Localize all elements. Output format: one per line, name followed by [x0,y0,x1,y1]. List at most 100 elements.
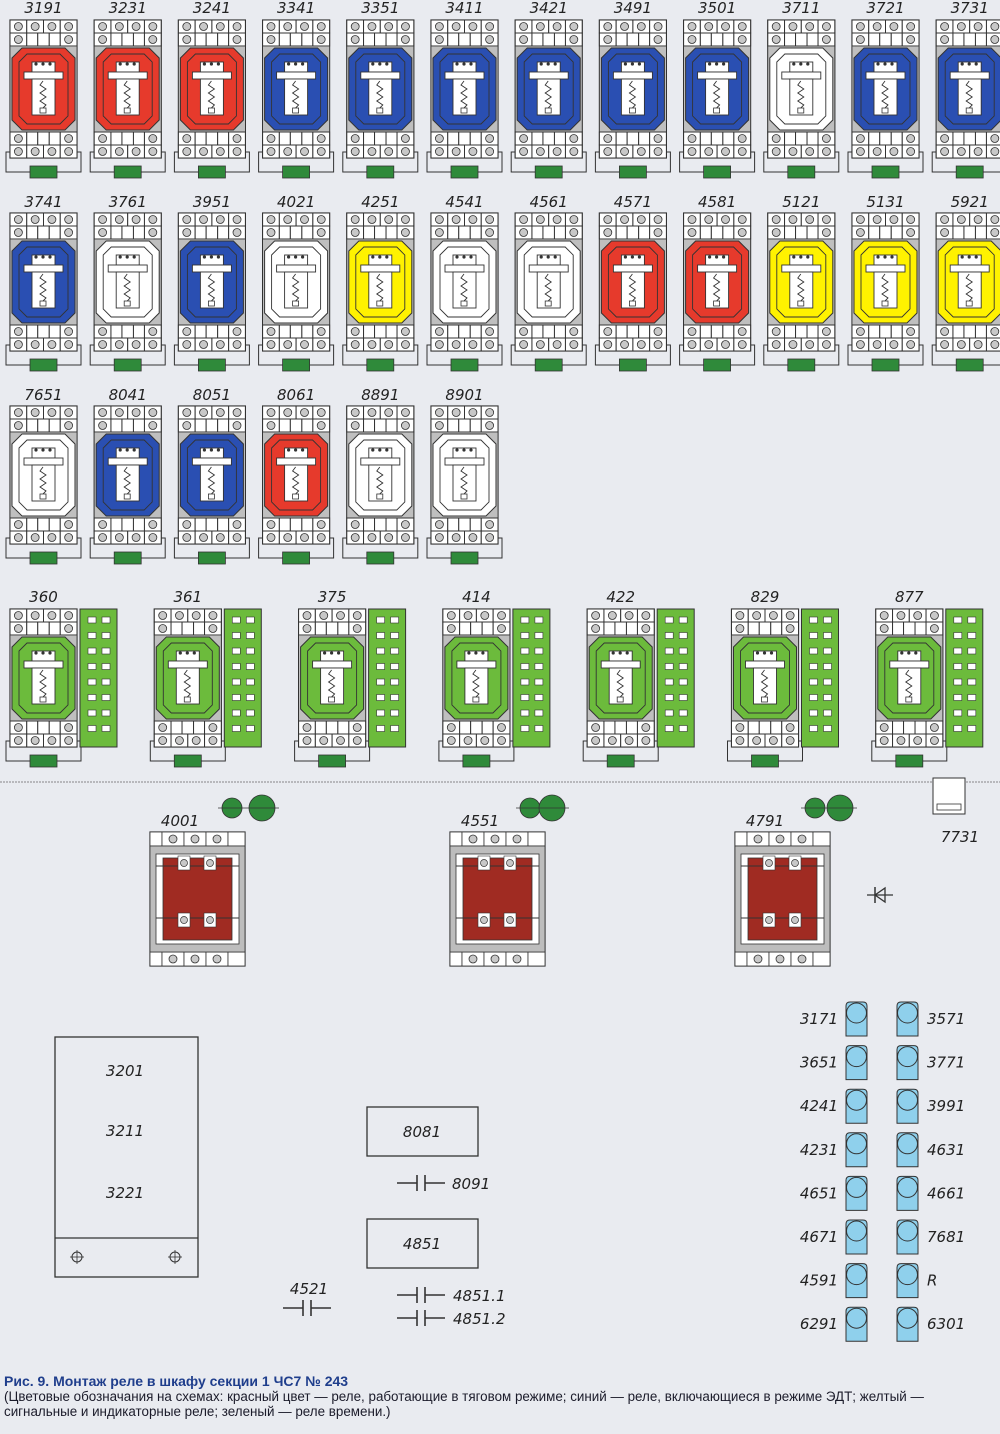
terminal-screw-icon [434,147,444,156]
terminal-screw-icon [300,533,309,542]
terminal-screw-icon [990,147,1000,156]
strip-terminal [520,725,530,732]
terminal-screw-icon [485,520,494,529]
terminal-screw-icon [182,215,192,224]
relay-3191 [5,19,82,179]
terminal-cell [121,517,134,532]
terminal-cell [227,951,246,967]
terminal-screw-icon [872,22,882,31]
strip-terminal [390,678,399,686]
coil-bar [444,264,485,273]
strip-terminal [953,694,963,701]
terminal-screw-icon [480,859,488,867]
device-label: 4541 [445,193,483,211]
signal-lamp-3771 [896,1045,919,1081]
caption-text: (Цветовые обозначания на схемах: красный… [4,1389,924,1419]
terminal-screw-icon [64,533,74,542]
contact-dot [216,255,220,259]
terminal-screw-icon [64,611,74,620]
device-label: 3491 [614,0,652,17]
terminal-cell [374,131,387,146]
contact-dot [455,255,459,259]
coil-spring-icon [291,466,300,495]
terminal-cell [903,621,916,636]
terminal-screw-icon [64,408,74,417]
device-label: 3211 [106,1122,144,1140]
strip-terminal [101,632,111,639]
terminal-cell [110,225,123,240]
terminal-screw-icon [771,340,781,349]
terminal-screw-icon [446,624,456,633]
device-label: 4241 [800,1097,838,1115]
terminal-screw-icon [737,147,747,156]
terminal-screw-icon [319,736,329,745]
terminal-cell [121,324,134,339]
terminal-cell [952,32,965,47]
relay-8891 [342,405,419,565]
terminal-screw-icon [607,611,617,620]
strip-terminal [101,616,111,624]
device-label: 8091 [452,1175,490,1193]
terminal-cell [890,131,903,146]
terminal-screw-icon [468,215,478,224]
signal-lamp-7681 [896,1219,919,1255]
terminal-screw-icon [98,35,107,44]
terminal-screw-icon [98,147,107,156]
strip-terminal [809,632,818,639]
terminal-cell [806,225,819,240]
device-label: 361 [173,588,202,606]
coil-bar [276,71,317,80]
contact-dot [301,62,305,66]
terminal-screw-icon [131,340,141,349]
relay-housing-outline [776,53,827,125]
terminal-screw-icon [506,859,514,867]
coil-spring-icon [544,273,553,302]
terminal-cell [710,131,724,146]
strip-terminal [823,709,832,717]
terminal-screw-icon [30,215,40,224]
terminal-cell [974,32,987,47]
strip-terminal [101,709,111,717]
terminal-cell [952,131,965,146]
coil-spring-icon [965,273,974,302]
terminal-screw-icon [199,533,208,542]
contactor-coil [162,857,233,941]
terminal-cell [26,418,39,433]
terminal-screw-icon [620,215,629,224]
terminal-screw-icon [434,22,444,31]
device-label: 3191 [24,0,62,17]
terminal-screw-icon [822,22,831,31]
terminal-cell [193,621,206,636]
terminal-screw-icon [451,22,461,31]
terminal-screw-icon [98,421,107,430]
terminal-cell [615,225,628,240]
coil-bar [360,264,401,273]
terminal-cell [914,720,927,735]
device-label: 3421 [530,0,568,17]
strip-body [223,608,262,748]
terminal-screw-icon [266,421,276,430]
terminal-screw-icon [687,340,697,349]
terminal-screw-icon [316,421,326,430]
terminal-screw-icon [232,147,242,156]
device-label: 3201 [106,1062,144,1080]
coil-spring-icon [207,80,216,109]
lamp-bulb-icon [846,1002,867,1024]
terminal-screw-icon [336,736,345,745]
terminal-screw-icon [300,147,309,156]
terminal-cell [531,324,544,339]
terminal-screw-icon [191,736,201,745]
coil-terminal [761,696,768,703]
contact-dot [132,255,136,259]
terminal-cell [385,517,398,532]
time-relay-terminal-strip [656,608,695,748]
terminal-cell [181,621,195,636]
terminal-screw-icon [906,215,916,224]
relay-housing-outline [271,53,322,125]
coil-terminal [376,493,384,500]
device-label: 3411 [445,0,483,17]
terminal-screw-icon [266,228,276,237]
signal-lamp-6291 [845,1306,868,1342]
time-relay-414 [438,608,515,768]
device-label: 4851.1 [453,1287,506,1305]
